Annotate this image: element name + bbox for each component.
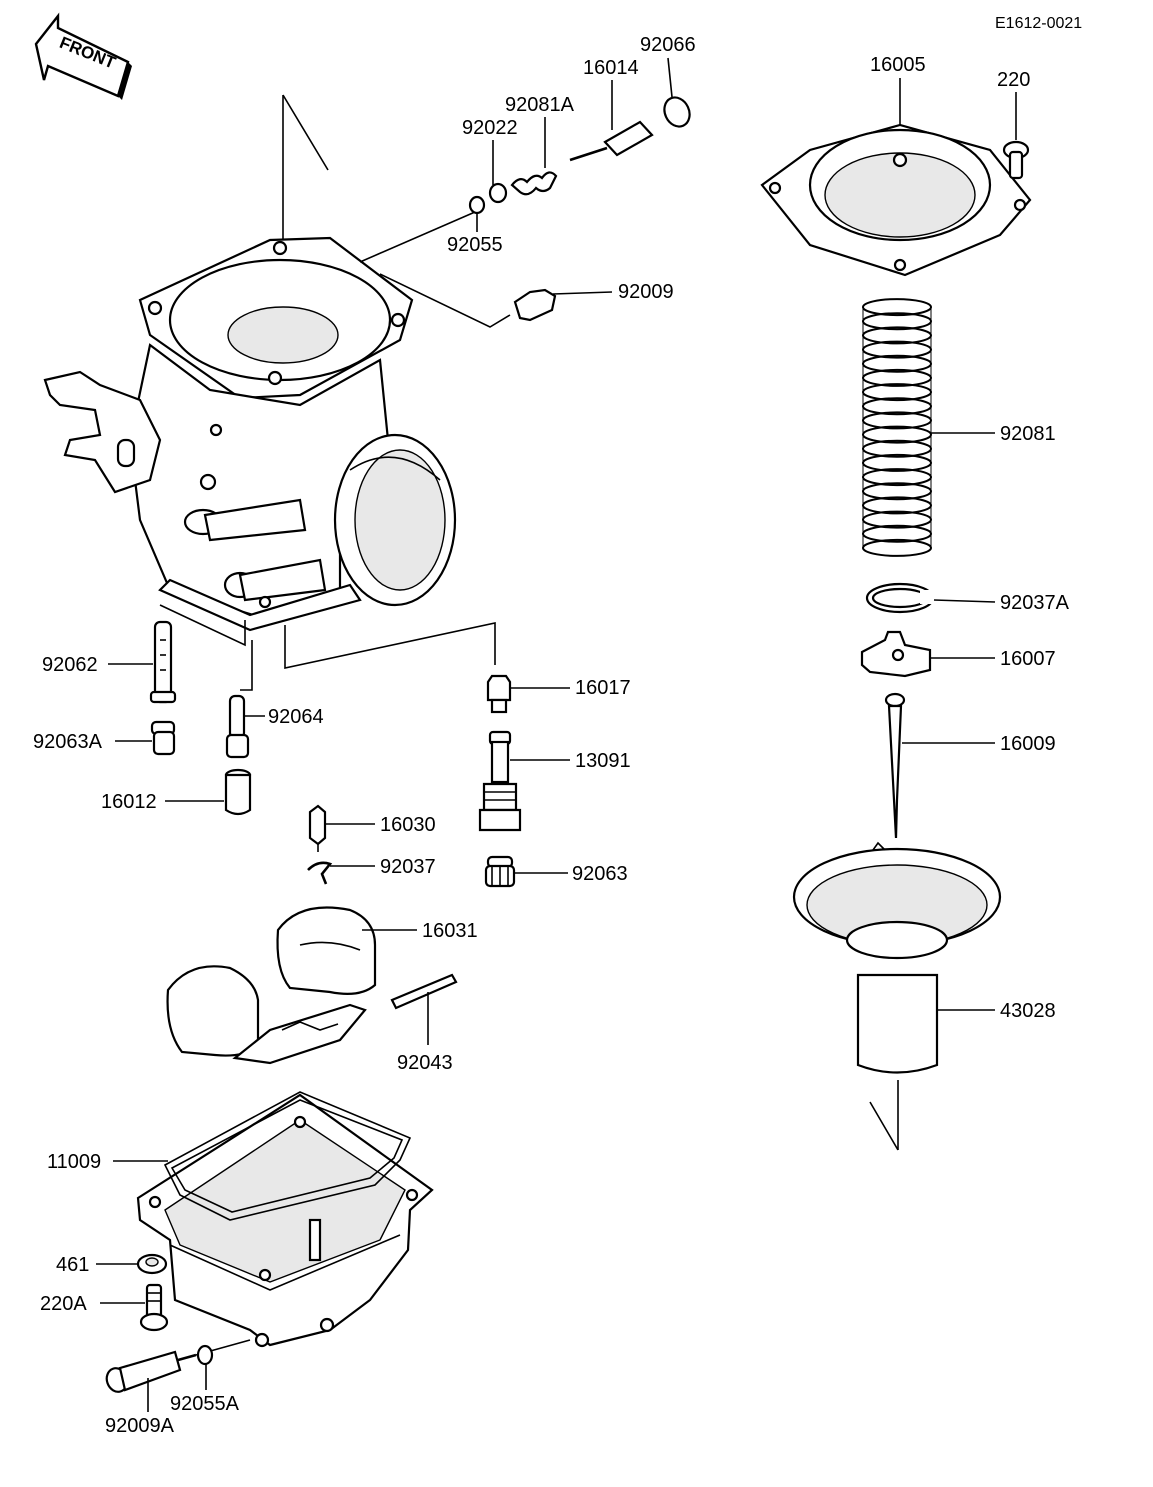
label-16030: 16030 bbox=[380, 814, 436, 836]
label-92081A: 92081A bbox=[505, 94, 575, 116]
label-92063A: 92063A bbox=[33, 731, 103, 753]
label-92063: 92063 bbox=[572, 863, 628, 885]
connector-line bbox=[240, 640, 253, 691]
leader-line bbox=[552, 291, 613, 295]
washer-461 bbox=[136, 1253, 168, 1275]
connector-line bbox=[869, 1101, 899, 1151]
label-92062: 92062 bbox=[42, 654, 98, 676]
label-220A: 220A bbox=[40, 1293, 87, 1315]
label-13091: 13091 bbox=[575, 750, 631, 772]
float-16031 bbox=[166, 906, 377, 1065]
pilot-screw-assembly bbox=[468, 96, 691, 215]
label-461: 461 bbox=[56, 1254, 89, 1276]
drain-screw-92009A bbox=[105, 1339, 251, 1393]
emulsion-tube-92062 bbox=[149, 620, 177, 704]
spring-92081 bbox=[862, 298, 932, 557]
washer-92055A bbox=[196, 1344, 214, 1366]
needle-16009 bbox=[884, 692, 906, 839]
connector-line bbox=[159, 604, 246, 647]
pin-92043 bbox=[390, 973, 458, 1010]
carburetor-body bbox=[43, 94, 457, 632]
label-92066: 92066 bbox=[640, 34, 696, 56]
screw-220 bbox=[1002, 140, 1030, 180]
retainer-16007 bbox=[860, 630, 932, 678]
top-cover-16005 bbox=[760, 123, 1032, 277]
gasket-11009 bbox=[163, 1091, 412, 1221]
plug-92009 bbox=[513, 288, 557, 322]
label-92009: 92009 bbox=[618, 281, 674, 303]
float-bowl bbox=[136, 1093, 434, 1348]
label-92055A: 92055A bbox=[170, 1393, 240, 1415]
front-arrow-icon: FRONT bbox=[34, 12, 132, 100]
label-16009: 16009 bbox=[1000, 733, 1056, 755]
label-92022: 92022 bbox=[462, 117, 518, 139]
screw-220A bbox=[139, 1283, 169, 1332]
label-16031: 16031 bbox=[422, 920, 478, 942]
label-16014: 16014 bbox=[583, 57, 639, 79]
jet-holder-16017 bbox=[486, 674, 512, 714]
label-92043: 92043 bbox=[397, 1052, 453, 1074]
connector-line bbox=[284, 622, 496, 669]
pilot-jet-92064 bbox=[225, 694, 250, 759]
float-valve-16030 bbox=[308, 804, 327, 852]
label-16005: 16005 bbox=[870, 54, 926, 76]
connector-line bbox=[359, 211, 476, 263]
diagram-code: E1612-0021 bbox=[995, 15, 1082, 32]
label-16007: 16007 bbox=[1000, 648, 1056, 670]
connector-line bbox=[379, 273, 511, 328]
label-92064: 92064 bbox=[268, 706, 324, 728]
label-92055: 92055 bbox=[447, 234, 503, 256]
label-220: 220 bbox=[997, 69, 1030, 91]
label-92009A: 92009A bbox=[105, 1415, 175, 1437]
label-16017: 16017 bbox=[575, 677, 631, 699]
diaphragm-slide-43028 bbox=[792, 841, 1002, 1074]
label-92037A: 92037A bbox=[1000, 592, 1070, 614]
leader-line bbox=[933, 599, 996, 603]
jet-92063A bbox=[150, 720, 176, 756]
leader-line bbox=[667, 57, 673, 98]
ring-92037A bbox=[865, 582, 936, 614]
label-16012: 16012 bbox=[101, 791, 157, 813]
label-92037: 92037 bbox=[380, 856, 436, 878]
cap-16012 bbox=[224, 768, 252, 816]
label-92081: 92081 bbox=[1000, 423, 1056, 445]
main-jet-92063 bbox=[484, 855, 516, 888]
label-43028: 43028 bbox=[1000, 1000, 1056, 1022]
needle-jet-13091 bbox=[478, 730, 522, 832]
clip-92037 bbox=[307, 861, 333, 885]
label-11009: 11009 bbox=[47, 1151, 101, 1173]
